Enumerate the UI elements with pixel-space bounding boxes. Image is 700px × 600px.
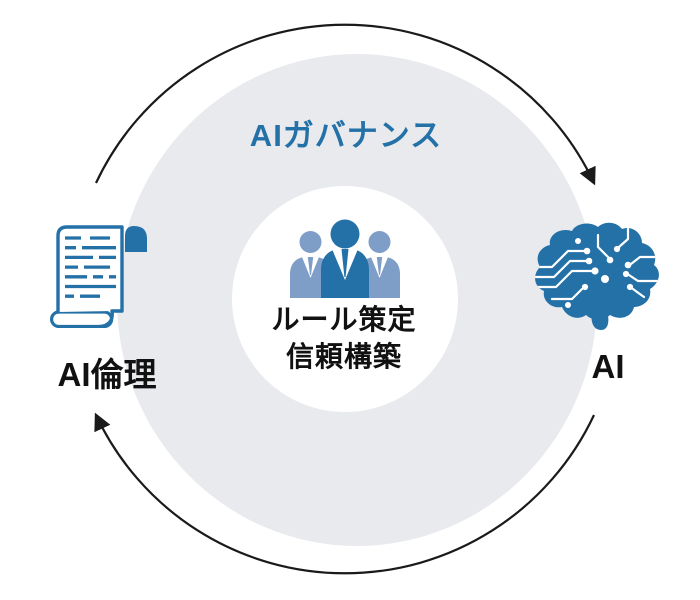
center-caption-line2: 信頼構築 <box>285 341 403 372</box>
right-node-label: AI <box>591 348 625 385</box>
center-caption: ルール策定 信頼構築 <box>271 301 416 375</box>
circuit-nodes <box>565 238 634 308</box>
scroll-text-lines <box>65 236 116 298</box>
brain-circuit-icon <box>535 222 659 330</box>
circuit-traces <box>535 227 659 301</box>
center-caption-line1: ルール策定 <box>271 304 417 335</box>
inner-white-circle <box>232 186 458 412</box>
governance-title: AIガバナンス <box>249 118 443 153</box>
left-node-label: AI倫理 <box>57 356 157 393</box>
person-left <box>290 231 331 298</box>
business-people-icon <box>290 219 400 298</box>
person-center <box>321 219 369 298</box>
cycle-arrow-top <box>95 23 596 186</box>
cycle-arrow-bottom <box>94 412 595 575</box>
scroll-document-icon <box>50 225 147 328</box>
person-right <box>359 231 400 298</box>
